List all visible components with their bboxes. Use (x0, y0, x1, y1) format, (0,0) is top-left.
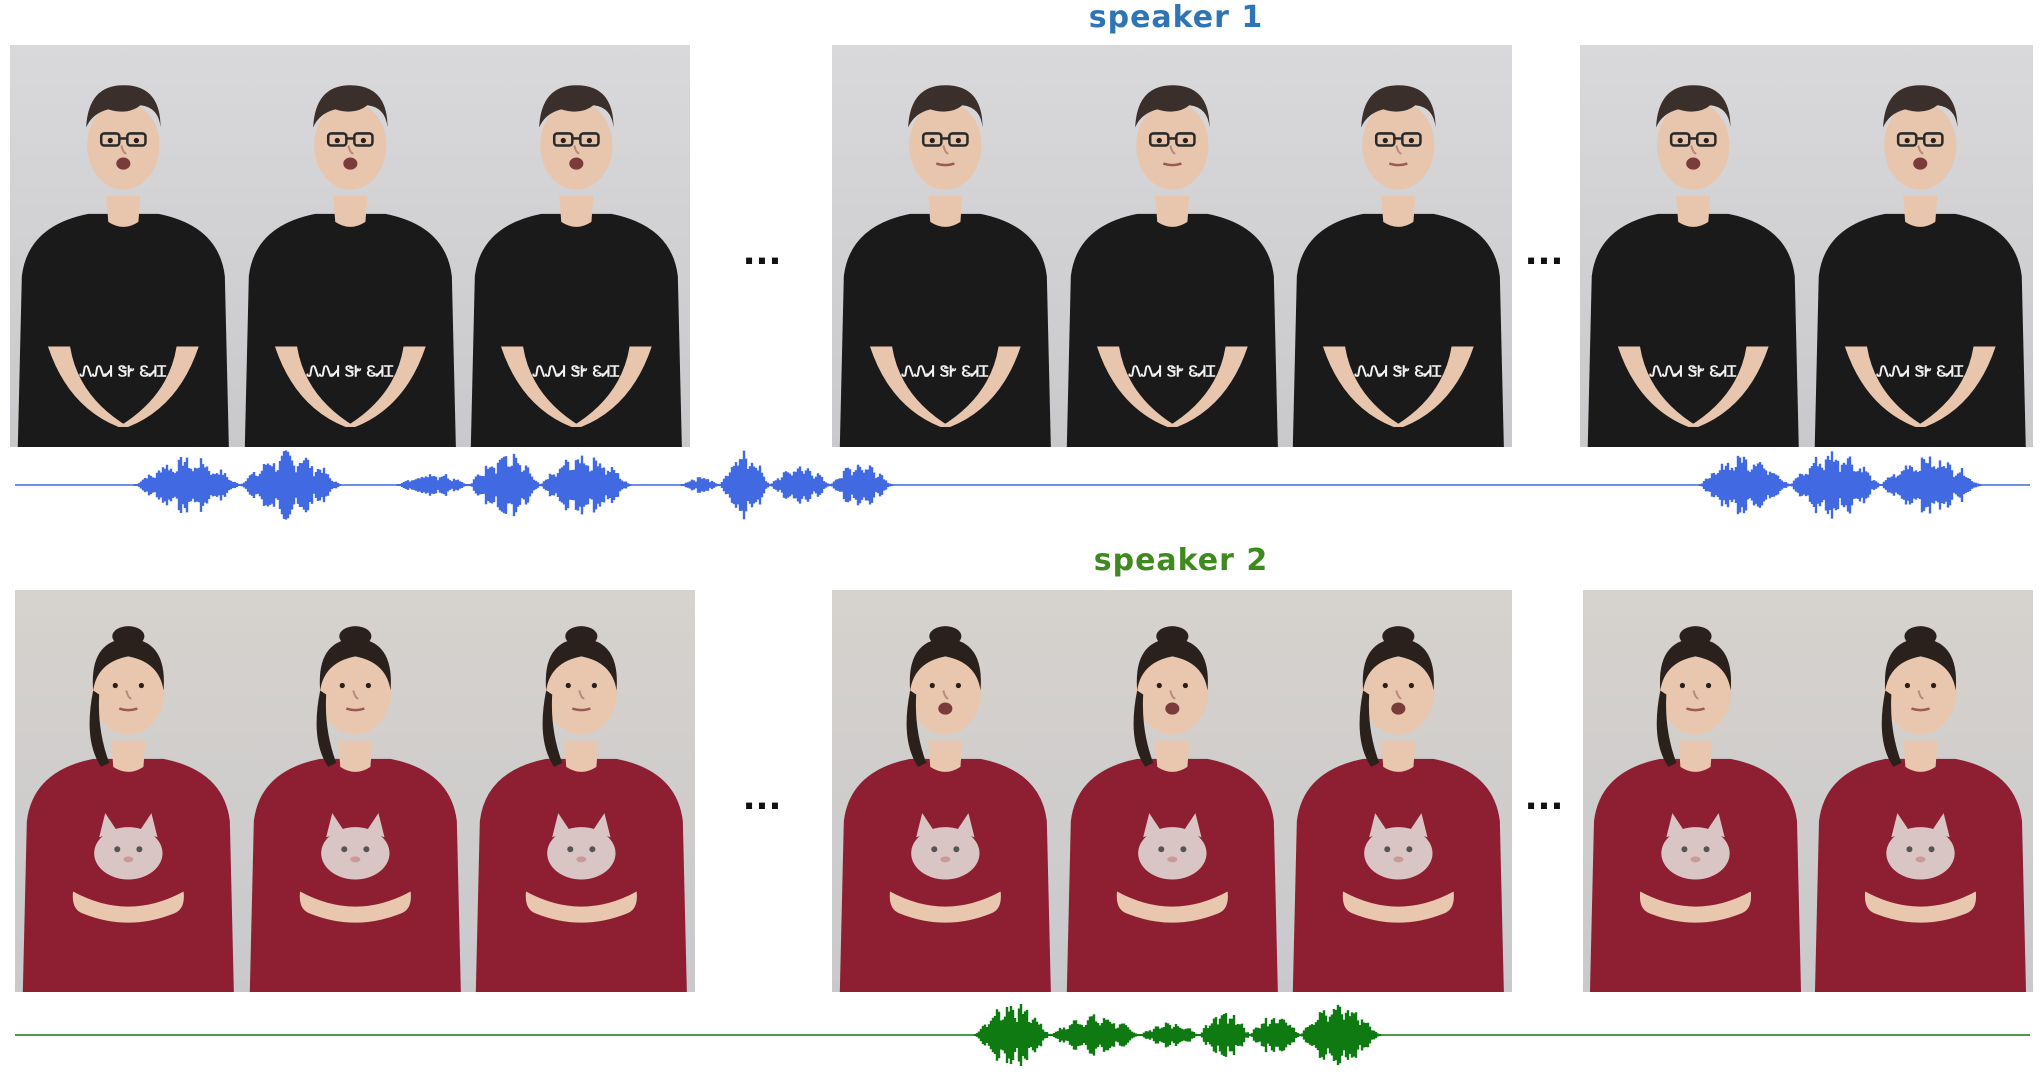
svg-text:ᏁᏁᏗ ᏕᎨ ᏋᏗᏆ: ᏁᏁᏗ ᏕᎨ ᏋᏗᏆ (1875, 363, 1963, 381)
speaker-1-frame: ᏁᏁᏗ ᏕᎨ ᏋᏗᏆ (1285, 45, 1513, 447)
ellipsis: ... (1524, 233, 1564, 273)
speaker-2-frames-group-2 (832, 590, 1513, 992)
speaker-1-frame: ᏁᏁᏗ ᏕᎨ ᏋᏗᏆ (10, 45, 237, 447)
svg-text:ᏁᏁᏗ ᏕᎨ ᏋᏗᏆ: ᏁᏁᏗ ᏕᎨ ᏋᏗᏆ (305, 363, 393, 381)
speaker-2-frames-group-3 (1583, 590, 2033, 992)
speaker-1-frames-group-1: ᏁᏁᏗ ᏕᎨ ᏋᏗᏆ ᏁᏁᏗ ᏕᎨ ᏋᏗᏆ ᏁᏁᏗ ᏕᎨ ᏋᏗᏆ (10, 45, 691, 447)
svg-text:ᏁᏁᏗ ᏕᎨ ᏋᏗᏆ: ᏁᏁᏗ ᏕᎨ ᏋᏗᏆ (532, 363, 620, 381)
speaker-2-audio-waveform (15, 1004, 2030, 1066)
svg-text:ᏁᏁᏗ ᏕᎨ ᏋᏗᏆ: ᏁᏁᏗ ᏕᎨ ᏋᏗᏆ (1649, 363, 1737, 381)
svg-text:ᏁᏁᏗ ᏕᎨ ᏋᏗᏆ: ᏁᏁᏗ ᏕᎨ ᏋᏗᏆ (901, 363, 989, 381)
speaker-1-frame: ᏁᏁᏗ ᏕᎨ ᏋᏗᏆ (236, 45, 464, 447)
speaker-1-frame: ᏁᏁᏗ ᏕᎨ ᏋᏗᏆ (1806, 45, 2033, 447)
speaker-1-frame: ᏁᏁᏗ ᏕᎨ ᏋᏗᏆ (832, 45, 1059, 447)
speaker-1-frames-group-3: ᏁᏁᏗ ᏕᎨ ᏋᏗᏆ ᏁᏁᏗ ᏕᎨ ᏋᏗᏆ (1580, 45, 2033, 447)
speaker-2-frame (241, 590, 469, 992)
svg-text:ᏁᏁᏗ ᏕᎨ ᏋᏗᏆ: ᏁᏁᏗ ᏕᎨ ᏋᏗᏆ (79, 363, 167, 381)
speaker-1-frame: ᏁᏁᏗ ᏕᎨ ᏋᏗᏆ (1580, 45, 1807, 447)
speaker-2-frame (1583, 590, 1808, 992)
svg-text:ᏁᏁᏗ ᏕᎨ ᏋᏗᏆ: ᏁᏁᏗ ᏕᎨ ᏋᏗᏆ (1127, 363, 1215, 381)
speaker-1-audio-waveform (15, 450, 2030, 520)
speaker-2-label: speaker 2 (1093, 543, 1269, 578)
speaker-2-frame (468, 590, 696, 992)
speaker-2-frame (832, 590, 1059, 992)
speaker-2-frame (1285, 590, 1513, 992)
ellipsis: ... (742, 778, 782, 818)
speaker-2-frames-group-1 (15, 590, 696, 992)
speaker-1-frames-group-2: ᏁᏁᏗ ᏕᎨ ᏋᏗᏆ ᏁᏁᏗ ᏕᎨ ᏋᏗᏆ ᏁᏁᏗ ᏕᎨ ᏋᏗᏆ (832, 45, 1513, 447)
speaker-2-frame (1058, 590, 1286, 992)
speaker-2-frame (1808, 590, 2033, 992)
speaker-1-label: speaker 1 (1088, 0, 1264, 35)
speaker-1-frame: ᏁᏁᏗ ᏕᎨ ᏋᏗᏆ (1058, 45, 1286, 447)
speaker-1-frame: ᏁᏁᏗ ᏕᎨ ᏋᏗᏆ (463, 45, 691, 447)
ellipsis: ... (1524, 778, 1564, 818)
speaker-2-frame (15, 590, 242, 992)
ellipsis: ... (742, 233, 782, 273)
svg-text:ᏁᏁᏗ ᏕᎨ ᏋᏗᏆ: ᏁᏁᏗ ᏕᎨ ᏋᏗᏆ (1354, 363, 1442, 381)
